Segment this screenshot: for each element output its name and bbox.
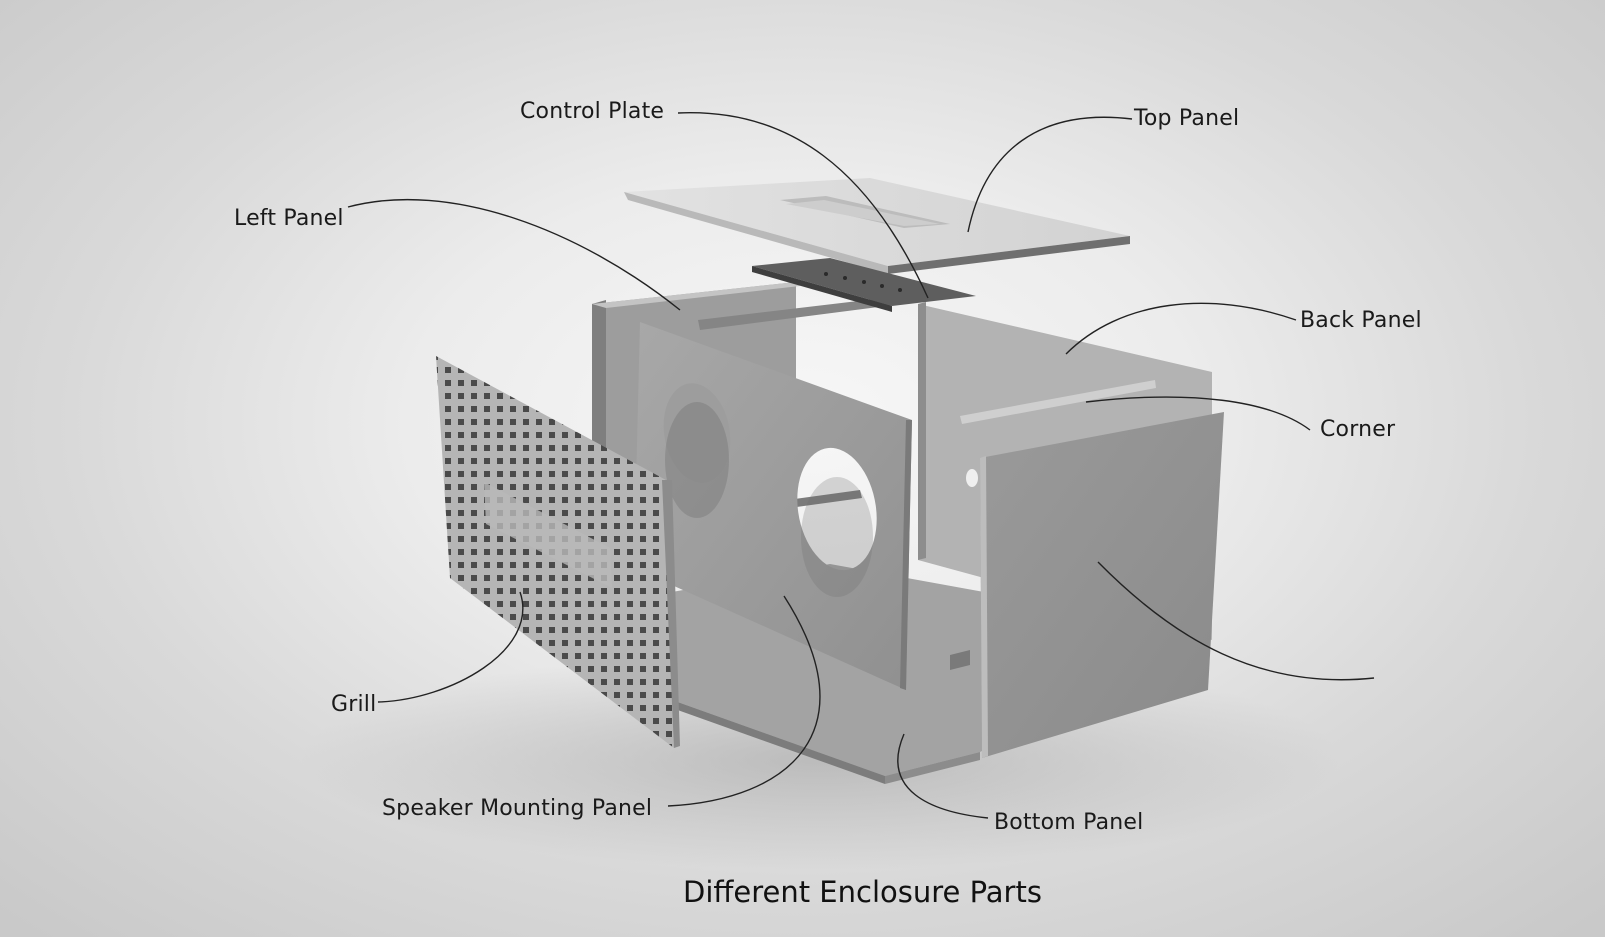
leader-back-panel <box>1065 302 1297 355</box>
leader-top-panel <box>967 116 1133 233</box>
label-left-panel: Left Panel <box>234 206 344 231</box>
right-panel-shape <box>980 412 1224 758</box>
leader-control-plate <box>677 112 929 299</box>
label-bottom-panel: Bottom Panel <box>994 810 1144 835</box>
label-top-panel: Top Panel <box>1134 106 1240 131</box>
label-grill: Grill <box>331 692 377 717</box>
speaker-mounting-panel-shape <box>634 322 912 690</box>
label-speaker-mounting-panel: Speaker Mounting Panel <box>382 796 653 821</box>
leader-bottom-panel <box>897 733 989 819</box>
leader-grill <box>377 591 524 703</box>
control-plate-shape <box>752 258 976 312</box>
diagram-caption: Different Enclosure Parts <box>683 875 1042 909</box>
top-panel-shape <box>624 178 1130 274</box>
leader-corner <box>1085 396 1311 431</box>
label-back-panel: Back Panel <box>1300 308 1422 333</box>
leader-left-panel <box>347 198 681 311</box>
label-control-plate: Control Plate <box>520 99 665 124</box>
corner-rod-top <box>698 296 902 330</box>
leader-lines <box>347 112 1375 819</box>
grill-shape <box>436 356 680 748</box>
leader-speaker-mounting-panel <box>667 595 821 807</box>
leader-right-panel <box>1097 561 1375 681</box>
label-corner: Corner <box>1320 417 1396 442</box>
